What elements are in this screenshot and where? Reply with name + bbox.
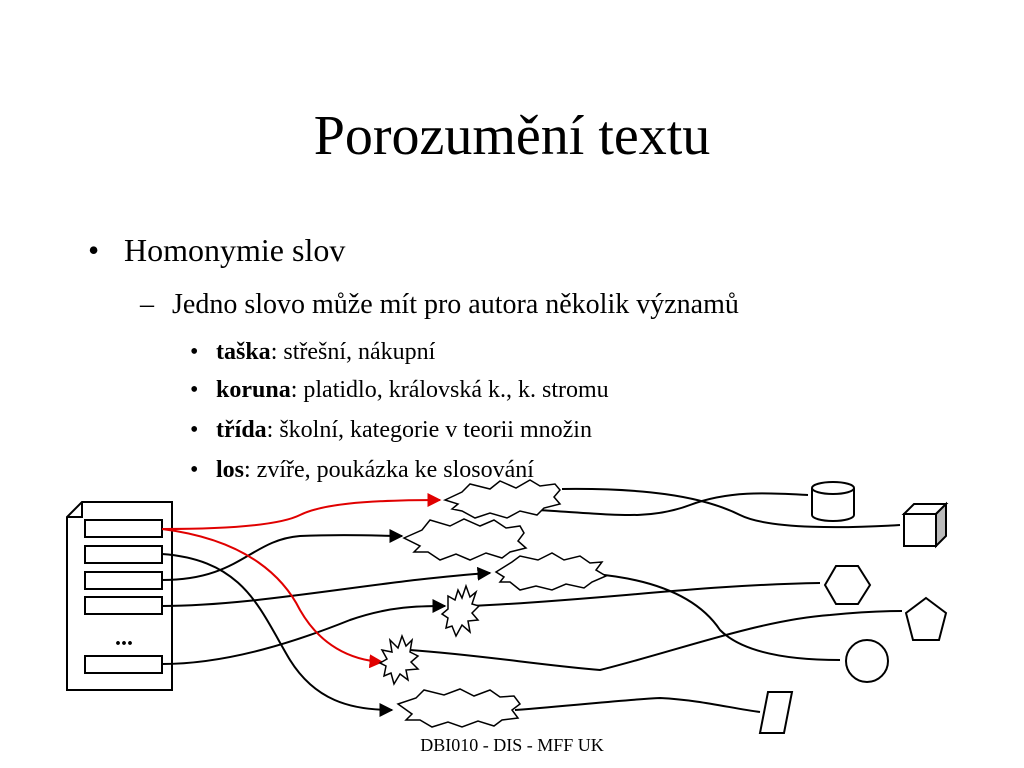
connector-line bbox=[409, 610, 903, 672]
example-item-koruna: • koruna: platidlo, královská k., k. stro… bbox=[190, 374, 609, 406]
black-connections bbox=[161, 487, 903, 717]
word-slot-4 bbox=[84, 596, 163, 615]
example-term: los bbox=[216, 457, 245, 483]
example-term: koruna bbox=[216, 377, 291, 403]
highlight-connector bbox=[161, 528, 384, 669]
example-item-los: • los: zvíře, poukázka ke slosování bbox=[190, 454, 534, 486]
red-connections bbox=[161, 493, 442, 669]
example-term: taška bbox=[216, 339, 271, 365]
example-marker: • bbox=[190, 339, 199, 365]
circle-icon bbox=[845, 639, 889, 683]
connector-line bbox=[471, 582, 821, 607]
connector-line bbox=[594, 573, 841, 661]
subbullet-jedno-slovo: –Jedno slovo může mít pro autora několik… bbox=[140, 286, 739, 324]
example-item-trida: • třída: školní, kategorie v teorii množi… bbox=[190, 414, 592, 446]
example-marker: • bbox=[190, 457, 199, 483]
subbullet-text: Jedno slovo může mít pro autora několik … bbox=[172, 289, 739, 320]
meaning-burst bbox=[402, 518, 528, 561]
connector-line bbox=[514, 696, 761, 713]
cylinder-icon bbox=[811, 481, 855, 522]
example-meaning: : platidlo, královská k., k. stromu bbox=[290, 377, 609, 403]
slide-footer: DBI010 - DIS - MFF UK bbox=[420, 735, 604, 755]
meaning-bursts bbox=[378, 479, 608, 728]
word-slot-2 bbox=[84, 545, 163, 564]
subbullet-marker: – bbox=[140, 289, 154, 320]
highlight-connector bbox=[161, 493, 442, 530]
bullet-homonymie: • Homonymie slov bbox=[88, 228, 345, 272]
meaning-burst bbox=[440, 583, 481, 638]
example-meaning: : zvíře, poukázka ke slosování bbox=[244, 457, 534, 483]
bullet-text: Homonymie slov bbox=[124, 232, 346, 268]
connector-line bbox=[161, 566, 492, 607]
document-ellipsis: ... bbox=[115, 625, 133, 651]
example-term: třída bbox=[216, 417, 267, 443]
slide-title: Porozumění textu bbox=[313, 105, 711, 167]
example-item-taska: • taška: střešní, nákupní bbox=[190, 336, 435, 368]
word-slot-3 bbox=[84, 571, 163, 590]
word-slot-1 bbox=[84, 519, 163, 538]
example-meaning: : školní, kategorie v teorii množin bbox=[266, 417, 592, 443]
meaning-burst bbox=[442, 479, 562, 519]
pentagon-icon bbox=[904, 596, 948, 641]
example-marker: • bbox=[190, 417, 199, 443]
example-meaning: : střešní, nákupní bbox=[270, 339, 436, 365]
hexagon-icon bbox=[823, 565, 872, 605]
example-marker: • bbox=[190, 377, 199, 403]
connector-line bbox=[537, 492, 809, 516]
connector-line bbox=[161, 528, 404, 581]
bullet-marker: • bbox=[88, 232, 100, 268]
document-icon: ... bbox=[66, 501, 173, 691]
meaning-burst bbox=[396, 688, 522, 728]
connector-line bbox=[561, 487, 901, 529]
connector-line bbox=[161, 553, 394, 717]
connector-line bbox=[161, 599, 447, 665]
meaning-burst bbox=[494, 552, 608, 591]
meaning-burst bbox=[378, 633, 420, 686]
parallelogram-icon bbox=[758, 691, 794, 734]
cube-icon bbox=[901, 501, 949, 549]
word-slot-last bbox=[84, 655, 163, 674]
